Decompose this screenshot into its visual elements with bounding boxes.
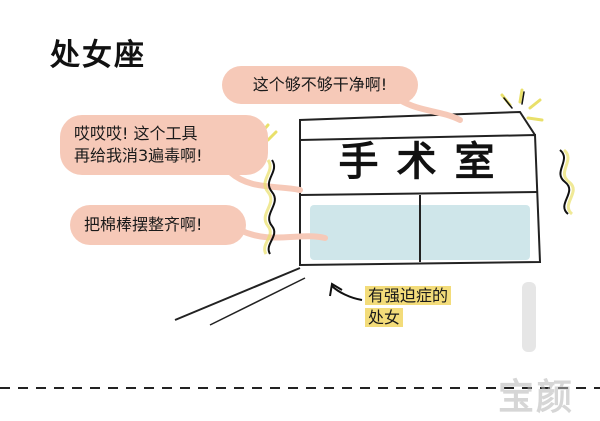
speech-bubble-middle: 哎哎哎! 这个工具 再给我消3遍毒啊! [60, 115, 268, 175]
floor-line [174, 267, 301, 321]
caption-arrow-head [329, 282, 343, 297]
squiggle-left-glow [263, 159, 273, 255]
room-outline [299, 133, 542, 267]
speech-bubble-top: 这个够不够干净啊! [222, 66, 418, 104]
sign-divider [299, 191, 539, 196]
caption: 有强迫症的 处女 [365, 285, 452, 329]
speech-bubble-bottom-text: 把棉棒摆整齐啊! [84, 215, 203, 234]
bubble-tail-middle [227, 169, 303, 193]
squiggle-right-glow [562, 148, 575, 216]
sparkle-top-right-ink [503, 91, 525, 109]
bubble-tail-bottom [237, 227, 328, 241]
floor-line-2 [209, 277, 306, 326]
caption-arrow [331, 285, 363, 301]
squiggle-left [267, 159, 276, 255]
speech-bubble-bottom: 把棉棒摆整齐啊! [70, 205, 246, 245]
operating-room-sign: 手术室 [338, 139, 513, 185]
watermark: 宝颜 [498, 377, 575, 418]
bubble-tail-top [397, 97, 463, 123]
page-title: 处女座 [50, 38, 146, 73]
speech-bubble-top-text: 这个够不够干净啊! [252, 75, 388, 94]
roof-line [299, 110, 536, 140]
squiggle-right [559, 149, 571, 215]
speech-bubble-middle-line-1: 哎哎哎! 这个工具 [74, 124, 198, 143]
caption-line-2: 处女 [365, 308, 404, 327]
caption-line-1: 有强迫症的 [365, 286, 452, 305]
speech-bubble-middle-line-2: 再给我消3遍毒啊! [74, 146, 203, 165]
right-pole [522, 282, 536, 352]
